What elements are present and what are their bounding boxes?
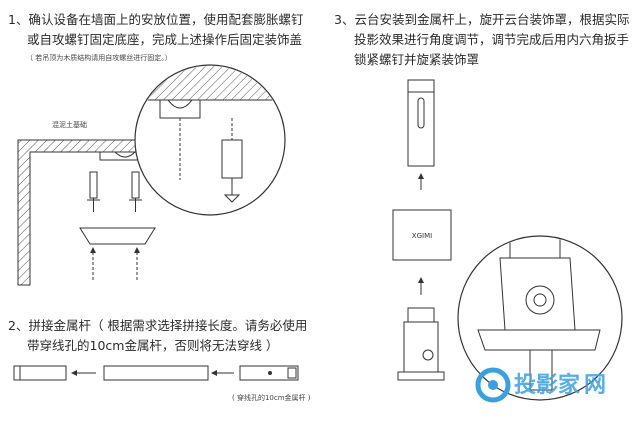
step1-note: （ 若吊顶为木质结构请用自攻螺丝进行固定。）: [26, 54, 172, 62]
step2-line1: 2、拼接金属杆（ 根据需求选择拼接长度。请务必使用: [8, 318, 308, 333]
step2-line2: 带穿线孔的10cm金属杆，否则将无法穿线 ）: [27, 338, 279, 353]
decorative-cover: [79, 227, 156, 245]
gimbal-mount: [397, 307, 445, 381]
expansion-anchor-left: [87, 171, 100, 212]
device-logo: XGIMI: [412, 232, 432, 240]
watermark-tag: 网: [584, 373, 606, 398]
expansion-anchor-right: [129, 171, 142, 212]
rod-short: [13, 365, 67, 381]
concrete-label: 混泥土基础: [52, 121, 87, 129]
watermark-logo: [475, 367, 511, 403]
step3-line3: 锁紧螺钉并旋紧装饰罩: [354, 52, 480, 67]
watermark-brand: 投影家: [514, 372, 581, 398]
detail-circle-gimbal: [457, 235, 623, 401]
step1-line2: 或自攻螺钉固定底座，完成上述操作后固定装饰盖: [27, 32, 303, 47]
step3-line2: 投影效果进行角度调节，调节完成后用内六角扳手: [354, 32, 630, 47]
detail-circle: [134, 64, 286, 216]
projector-box: [392, 209, 452, 261]
top-rod: [407, 79, 435, 167]
step3-line1: 3、云台安装到金属杆上，旋开云台装饰罩，根据实际: [334, 12, 630, 27]
rod-label: ( 穿线孔的10cm金属杆 ): [232, 394, 311, 402]
rod-long: [103, 365, 209, 381]
rod-10cm-threading: [239, 365, 299, 381]
step1-line1: 1、确认设备在墙面上的安放位置，使用配套膨胀螺钉: [8, 12, 304, 27]
